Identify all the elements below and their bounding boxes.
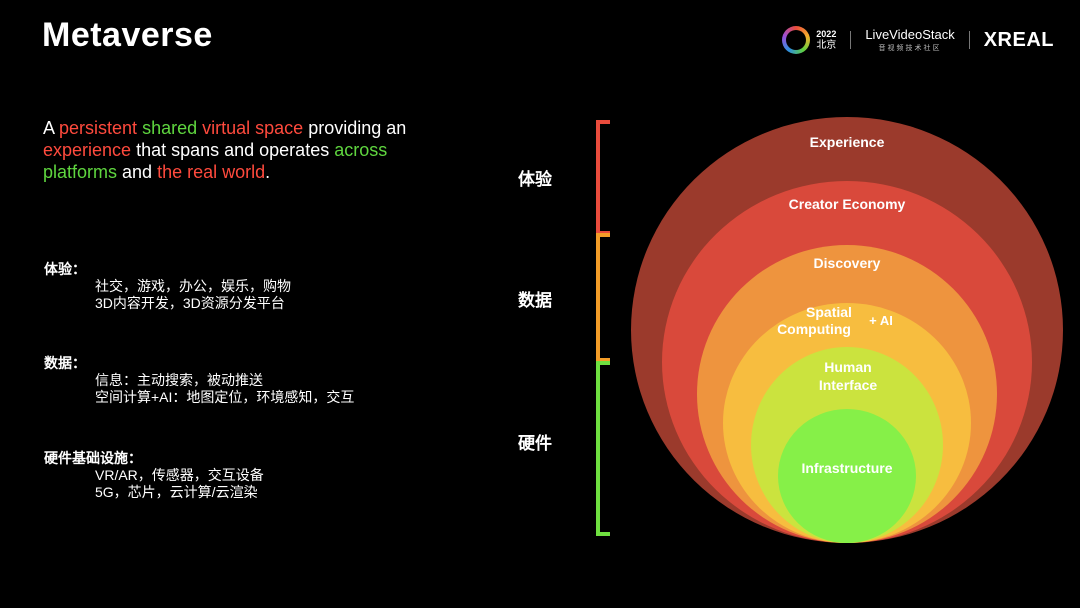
- side-label-hardware: 硬件: [518, 434, 552, 453]
- livevideostack-subtitle: 音视频技术社区: [878, 45, 942, 52]
- section-item: 空间计算+AI：地图定位，环境感知，交互: [95, 389, 355, 405]
- event-city: 北京: [816, 40, 837, 51]
- event-logo: 2022 北京: [782, 26, 836, 54]
- definition-segment: the real world: [157, 162, 266, 182]
- event-ring-icon: [782, 26, 811, 54]
- definition-segment: .: [265, 162, 271, 182]
- layer-label-spatial: Spatial: [806, 304, 852, 320]
- layer-label-experience: Experience: [810, 134, 885, 150]
- definition-segment: and: [117, 162, 158, 182]
- event-year: 2022: [816, 29, 837, 39]
- page-title: Metaverse: [42, 16, 213, 54]
- layer-label-discovery: Discovery: [814, 255, 881, 271]
- metaverse-definition: A persistent shared virtual space provid…: [43, 117, 463, 183]
- section-item: 社交，游戏，办公，娱乐，购物: [95, 278, 291, 294]
- definition-segment: shared: [142, 118, 198, 138]
- xreal-logo: XREAL: [983, 28, 1054, 51]
- layer-label-interface: Interface: [819, 377, 878, 393]
- layer-label-creator-economy: Creator Economy: [789, 196, 906, 212]
- definition-segment: persistent: [59, 118, 138, 138]
- definition-segment: that spans and operates: [131, 140, 335, 160]
- header-logos: 2022 北京 LiveVideoStack 音视频技术社区 XREAL: [782, 22, 1054, 58]
- section-heading: 硬件基础设施：: [44, 450, 142, 466]
- layer-infrastructure: [778, 409, 916, 543]
- bracket-hardware: [596, 361, 610, 536]
- side-label-experience: 体验: [518, 170, 552, 189]
- livevideostack-name: LiveVideoStack: [865, 27, 955, 42]
- section-item: 5G，芯片，云计算/云渲染: [95, 484, 258, 500]
- definition-segment: across platforms: [43, 140, 388, 182]
- section-data: 数据： 信息：主动搜索，被动推送 空间计算+AI：地图定位，环境感知，交互: [44, 355, 354, 406]
- definition-segment: providing an: [303, 118, 407, 138]
- section-heading: 体验：: [44, 261, 86, 277]
- layer-label-infrastructure: Infrastructure: [801, 460, 892, 476]
- section-item: VR/AR，传感器，交互设备: [95, 467, 264, 483]
- logo-divider: [968, 31, 970, 49]
- definition-segment: A: [43, 118, 60, 138]
- section-hardware: 硬件基础设施： VR/AR，传感器，交互设备 5G，芯片，云计算/云渲染: [44, 450, 264, 501]
- section-experience: 体验： 社交，游戏，办公，娱乐，购物 3D内容开发，3D资源分发平台: [44, 261, 291, 312]
- layer-label-human: Human: [824, 359, 871, 375]
- logo-divider: [850, 31, 852, 49]
- section-item: 信息：主动搜索，被动推送: [95, 372, 263, 388]
- bracket-experience: [596, 120, 610, 235]
- definition-segment: experience: [43, 140, 132, 160]
- layer-label-computing: Computing: [777, 321, 851, 337]
- side-label-data: 数据: [518, 291, 552, 310]
- bracket-data: [596, 233, 610, 362]
- layer-label-ai: + AI: [869, 313, 893, 328]
- livevideostack-logo: LiveVideoStack 音视频技术社区: [865, 27, 954, 53]
- definition-segment: virtual space: [202, 118, 304, 138]
- section-heading: 数据：: [44, 355, 86, 371]
- section-item: 3D内容开发，3D资源分发平台: [95, 295, 285, 311]
